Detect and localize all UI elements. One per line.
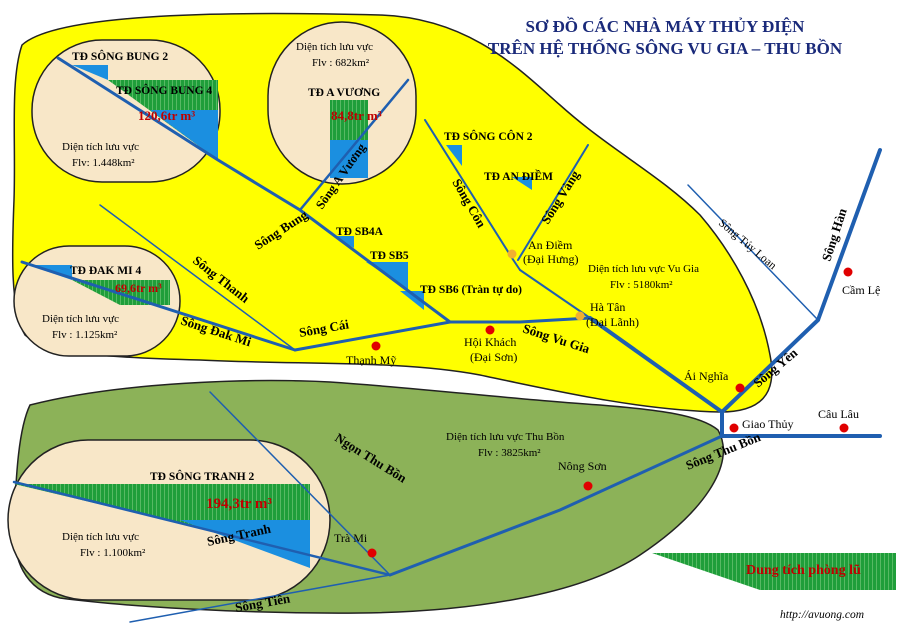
song-thu-bon-river [388,434,724,577]
place-ai-nghia: Ái Nghĩa [684,369,729,383]
legend-flood-volume-label: Dung tích phòng lũ [746,563,861,578]
song-bung-4-reservoir [108,80,218,160]
tra-mi-marker [367,548,377,558]
song-bung-2-reservoir [72,65,108,80]
ha-tan-marker [575,311,585,321]
a-vuong-area-label: Diện tích lưu vực [296,41,373,53]
place-nong-son: Nông Sơn [558,459,607,473]
song-cai-river [293,316,592,352]
dak-mi-4-volume: 69,6tr m³ [115,281,162,295]
dak-mi-area-value: Flv : 1.125km² [52,329,118,341]
legend-flood-volume-swatch [652,553,896,590]
song-bung-area-value: Flv: 1.448km² [72,157,135,169]
place-tra-mi: Trà Mi [334,531,368,545]
place-an-diem: An Điềm [528,238,573,252]
place-hoi-khach-sub: (Đại Sơn) [470,350,517,364]
song-yen-river [720,318,820,414]
song-vu-gia-river [588,316,724,414]
plant-a-vuong-label: TĐ A VƯƠNG [308,86,380,99]
song-dak-mi-river [20,260,297,352]
place-thanh-my: Thạnh Mỹ [346,353,396,367]
plant-sb4a-label: TĐ SB4A [336,226,384,238]
place-ha-tan: Hà Tân [590,300,625,314]
vu-gia-area-label: Diện tích lưu vực Vu Gia [588,263,699,275]
plant-dak-mi-4-label: TĐ ĐAK MI 4 [70,265,141,277]
ngon-thu-bon-river [209,391,391,576]
place-an-diem-sub: (Đại Hưng) [523,252,579,266]
plant-sb6-label: TĐ SB6 (Tràn tự do) [420,284,522,296]
sb6-reservoir [400,291,424,310]
place-markers [367,249,853,558]
river-label-song-han: Sông Hàn [819,206,850,263]
plant-song-con-2-label: TĐ SÔNG CÔN 2 [444,129,533,143]
song-bung-river [56,56,452,324]
plant-sb5-label: TĐ SB5 [370,250,409,262]
song-tranh-area-value: Flv : 1.100km² [80,547,146,559]
place-cau-lau: Câu Lâu [818,407,859,421]
a-vuong-volume: 84,8tr m³ [331,108,382,123]
plant-song-bung-2-label: TĐ SÔNG BUNG 2 [72,49,168,63]
song-bung-area-label: Diện tích lưu vực [62,141,139,153]
plant-song-tranh-2-label: TĐ SÔNG TRANH 2 [150,469,255,483]
a-vuong-reservoir-blue [330,140,368,178]
song-han-river [816,148,882,322]
an-diem-marker [507,249,517,259]
plant-an-diem-label: TĐ AN ĐIỀM [484,168,553,183]
giao-thuy-marker [729,423,739,433]
place-giao-thuy: Giao Thủy [742,417,793,431]
ai-nghia-marker [735,383,745,393]
song-bung-basin [31,39,221,183]
nong-son-marker [583,481,593,491]
thu-bon-area-label: Diện tích lưu vực Thu Bồn [446,431,565,443]
cau-lau-marker [839,423,849,433]
source-url[interactable]: http://avuong.com [780,609,864,621]
plant-song-bung-4-label: TĐ SÔNG BUNG 4 [116,83,212,97]
map-title-line2: TRÊN HỆ THỐNG SÔNG VU GIA – THU BỒN [488,38,843,58]
song-bung-4-volume: 120,6tr m³ [138,108,195,123]
song-thanh-river [99,204,296,351]
song-tranh-river [12,480,392,577]
cam-le-marker [843,267,853,277]
hoi-khach-marker [485,325,495,335]
song-tien-river [129,574,391,623]
an-diem-reservoir [512,177,532,190]
place-cam-le: Cầm Lệ [842,283,880,297]
song-con-lower [519,269,591,319]
thanh-my-marker [371,341,381,351]
a-vuong-area-value: Flv : 682km² [312,57,370,69]
song-a-vuong-river [298,78,410,212]
song-tuy-loan-river [687,184,819,321]
map-title-line1: SƠ ĐỒ CÁC NHÀ MÁY THỦY ĐIỆN [526,16,806,36]
song-con-2-reservoir [446,145,462,166]
vu-gia-area-value: Flv : 5180km² [610,279,673,291]
place-hoi-khach: Hội Khách [464,335,516,349]
song-tranh-2-reservoir [14,484,310,528]
song-tranh-area-label: Diện tích lưu vực [62,531,139,543]
thu-bon-area-value: Flv : 3825km² [478,447,541,459]
dak-mi-area-label: Diện tích lưu vực [42,313,119,325]
song-vang-river [517,144,589,261]
song-tranh-2-volume: 194,3tr m³ [206,496,272,512]
place-ha-tan-sub: (Đại Lãnh) [586,315,639,329]
